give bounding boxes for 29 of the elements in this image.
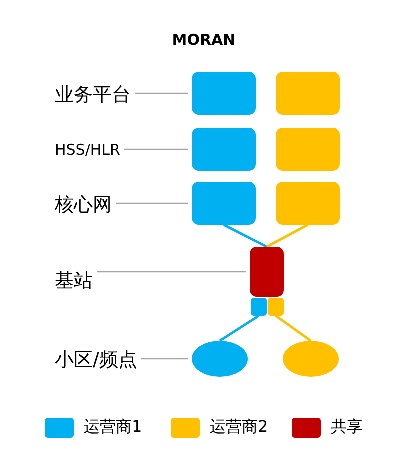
- ellipse: [192, 341, 248, 377]
- leader-line: [116, 202, 188, 204]
- rounded-box: [192, 182, 256, 225]
- rounded-box: [251, 298, 267, 316]
- connector-line: [219, 314, 260, 342]
- leader-line: [124, 148, 188, 150]
- leader-line: [141, 358, 188, 360]
- row-label: 小区/频点: [55, 348, 138, 372]
- row-label: 基站: [55, 270, 93, 292]
- leader-line: [97, 271, 246, 273]
- row-label: 核心网: [55, 194, 112, 216]
- rounded-box: [192, 128, 256, 171]
- legend-label: 运营商2: [210, 417, 268, 438]
- connector-line: [275, 314, 312, 342]
- rounded-box: [268, 298, 284, 316]
- rounded-box: [192, 72, 256, 115]
- leader-line: [135, 92, 188, 94]
- rounded-box: [276, 72, 340, 115]
- legend-label: 运营商1: [84, 417, 142, 438]
- rounded-box: [250, 247, 284, 297]
- connector-line: [223, 224, 268, 248]
- rounded-box: [276, 182, 340, 225]
- ellipse: [283, 341, 339, 377]
- rounded-box: [276, 128, 340, 171]
- diagram-title: MORAN: [171, 31, 237, 49]
- connector-line: [266, 224, 309, 248]
- legend-label: 共享: [331, 417, 363, 438]
- row-label: HSS/HLR: [55, 141, 120, 159]
- row-label: 业务平台: [55, 84, 131, 106]
